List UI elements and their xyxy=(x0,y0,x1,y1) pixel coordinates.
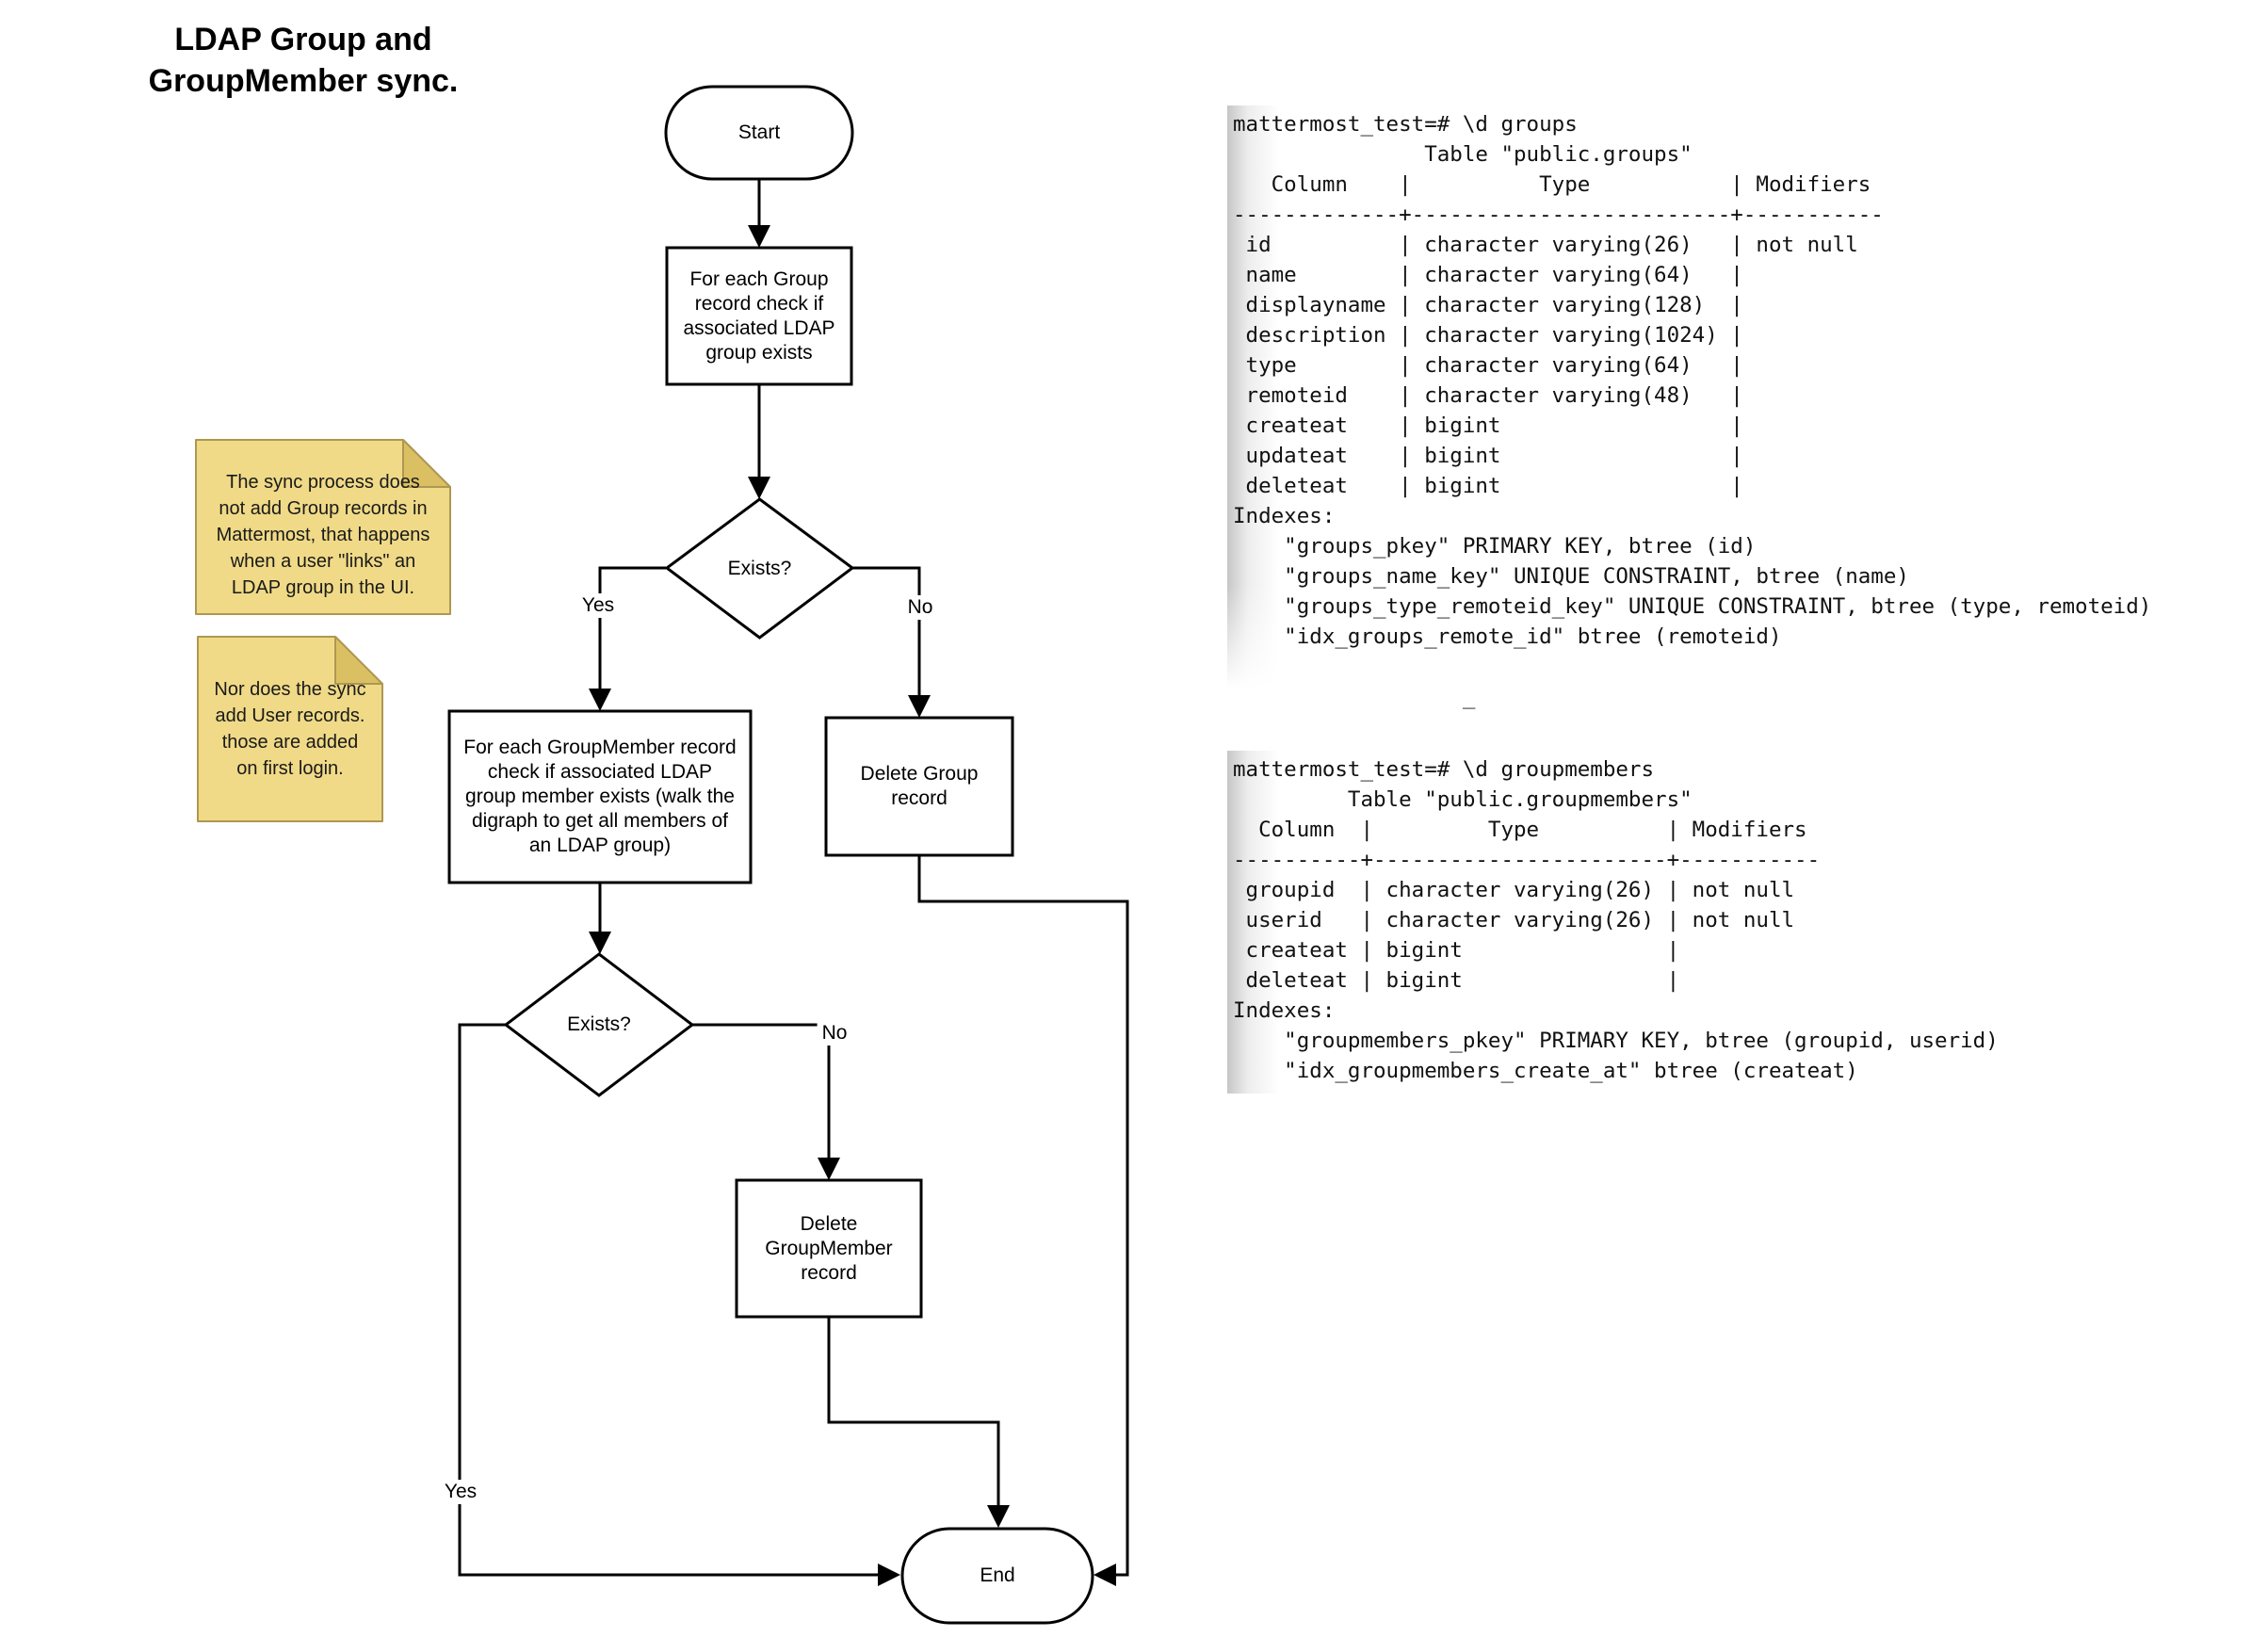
sticky-note-1-shape xyxy=(195,439,451,615)
edge-decision1-yes xyxy=(589,566,666,711)
sticky-note-2-fold xyxy=(334,636,383,685)
decision1-yes-label: Yes xyxy=(576,593,620,618)
sticky-note-1-fold xyxy=(402,439,451,488)
edge-decision2-no xyxy=(692,1023,840,1180)
edge-delete-groupmember-to-end xyxy=(827,1318,1010,1528)
delete-groupmember-node xyxy=(735,1178,923,1319)
sticky-note-1-text: The sync process does not add Group reco… xyxy=(216,471,430,598)
start-node xyxy=(664,85,854,181)
sticky-note-2-text: Nor does the sync add User records. thos… xyxy=(214,679,366,779)
decision1-no-label: No xyxy=(902,595,938,620)
decision2-no-label: No xyxy=(817,1021,852,1045)
check-groupmember-node xyxy=(447,709,753,884)
edge-delete-group-to-end xyxy=(917,856,1129,1586)
decision2-yes-label: Yes xyxy=(439,1480,482,1504)
decision1-node xyxy=(664,497,855,640)
delete-group-node xyxy=(824,716,1014,857)
page-title: LDAP Group and GroupMember sync. xyxy=(148,22,459,99)
edge-decision1-no xyxy=(852,566,931,718)
decision2-node xyxy=(503,952,695,1097)
check-group-node xyxy=(665,246,853,386)
edge-decision2-yes-to-end xyxy=(458,1023,900,1586)
psql-groups-table-output: mattermost_test=# \d groups Table "publi… xyxy=(1227,105,2208,720)
psql-groupmembers-table-output: mattermost_test=# \d groupmembers Table … xyxy=(1227,751,1999,1094)
end-node xyxy=(900,1527,1094,1625)
